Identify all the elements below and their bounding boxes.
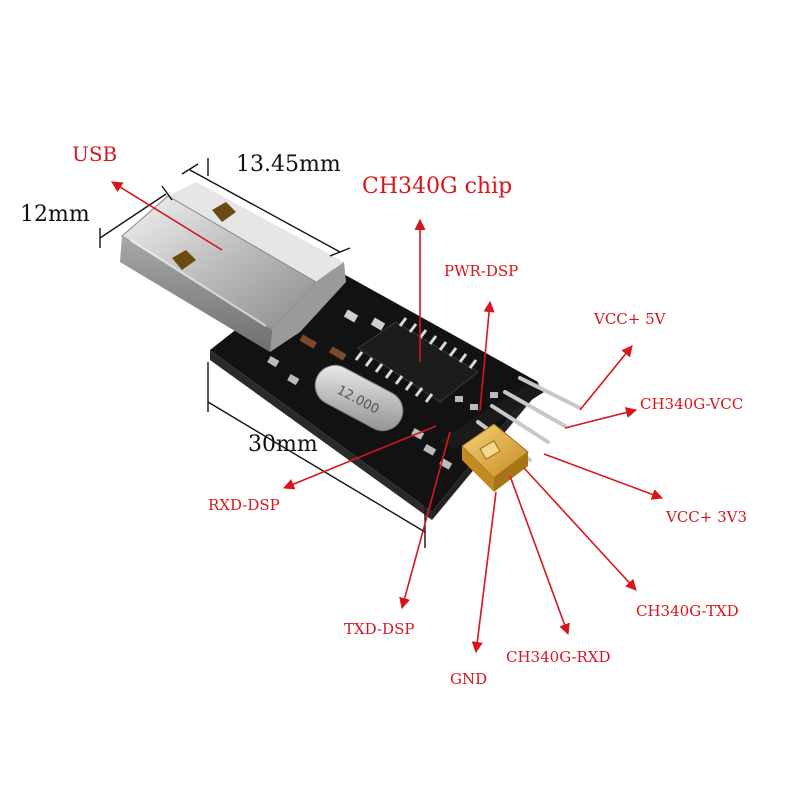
vcc-5v-label: VCC+ 5V [594,310,666,328]
gnd-arrow [471,491,497,654]
height-dimension-label: 12mm [20,202,90,227]
pwr-dsp-label: PWR-DSP [444,262,519,280]
annotation-arrows [111,181,664,654]
rxd-dsp-label: RXD-DSP [208,496,280,514]
vcc-5v-arrow [579,345,633,411]
vcc-3v3-label: VCC+ 3V3 [666,508,748,526]
crystal-oscillator: 12.000 [314,364,404,432]
vcc-3v3-arrow [543,453,664,500]
usb-arrow [111,181,223,251]
ch340g-txd-arrow [523,467,637,591]
usb-connector [120,182,346,352]
chip-label: CH340G chip [362,174,513,199]
ch340g-txd-label: CH340G-TXD [636,602,739,620]
txd-dsp-arrow [399,431,451,610]
jumper-cap [461,423,529,492]
ch340g-vcc-arrow [564,407,638,429]
pwr-dsp-arrow [479,300,495,411]
ch340g-rxd-arrow [509,475,570,636]
usb-label: USB [72,142,118,166]
length-dimension-label: 30mm [248,432,318,457]
txd-dsp-label: TXD-DSP [344,620,415,638]
ch340g-chip-package [354,317,479,403]
usb-contact-1 [212,202,236,222]
ch340g-vcc-label: CH340G-VCC [640,395,744,413]
rxd-dsp-arrow [282,425,437,490]
gnd-label: GND [450,670,488,688]
ch340g-rxd-label: CH340G-RXD [506,648,611,666]
smd-components [267,309,498,470]
usb-contact-2 [172,250,196,270]
width-dimension-label: 13.45mm [236,152,341,177]
